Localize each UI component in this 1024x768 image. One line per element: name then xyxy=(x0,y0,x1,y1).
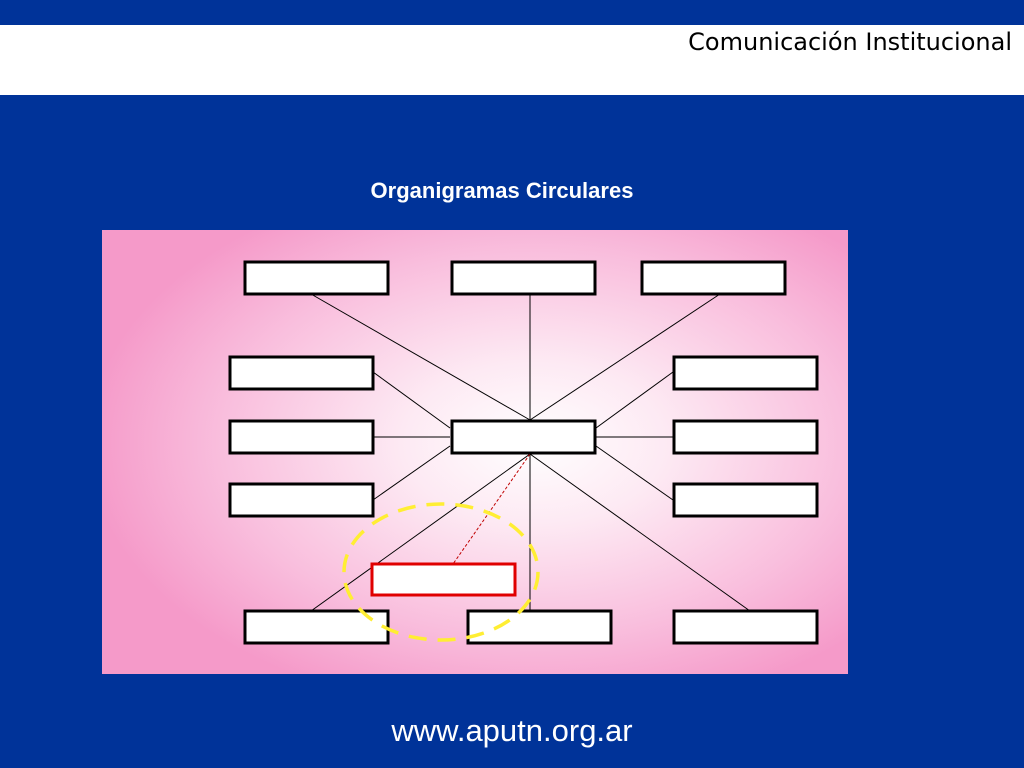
diagram-title: Organigramas Circulares xyxy=(370,178,634,203)
highlight-ring xyxy=(342,502,540,642)
dotted-connector xyxy=(452,453,531,565)
org-box-left-3 xyxy=(228,482,375,518)
org-box-top-right xyxy=(640,260,787,296)
org-box-center xyxy=(450,419,597,455)
connector-mid-right-upper xyxy=(595,371,674,429)
header-title: Comunicación Institucional xyxy=(688,28,1012,56)
connector-mid-left-lower xyxy=(372,445,451,501)
org-box-top-left xyxy=(243,260,390,296)
connector-top-left xyxy=(310,293,531,421)
connector-mid-right-lower xyxy=(595,445,674,501)
org-box-right-1 xyxy=(672,355,819,391)
org-box-bottom-center xyxy=(466,609,613,645)
connector-mid-left-upper xyxy=(372,371,451,429)
org-box-bottom-left xyxy=(243,609,390,645)
org-box-left-2 xyxy=(228,419,375,455)
connector-top-right xyxy=(529,293,721,421)
connector-bottom-right xyxy=(529,453,751,612)
org-box-right-2 xyxy=(672,419,819,455)
org-box-right-3 xyxy=(672,482,819,518)
org-box-left-1 xyxy=(228,355,375,391)
header-band xyxy=(0,25,1024,95)
org-boxes xyxy=(228,260,819,645)
org-box-top-center xyxy=(450,260,597,296)
footer-url: www.aputn.org.ar xyxy=(391,713,633,748)
org-box-highlighted xyxy=(370,562,517,597)
org-box-bottom-right xyxy=(672,609,819,645)
